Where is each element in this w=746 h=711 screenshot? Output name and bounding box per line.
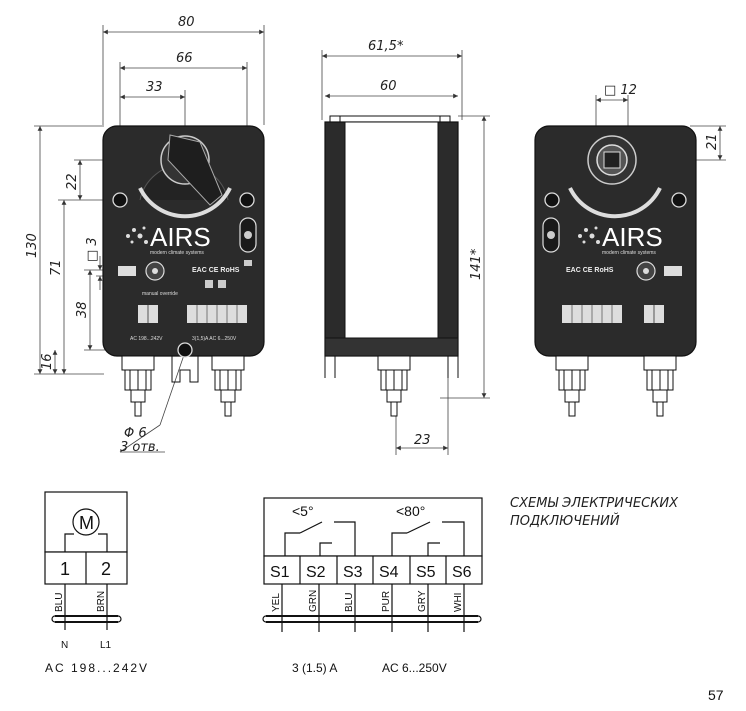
front-power-label: AC 198...242V <box>130 336 163 342</box>
side-cable-gland <box>377 355 411 417</box>
front-arc-scale <box>138 187 232 219</box>
motor-line-l1: L1 <box>100 640 112 651</box>
switch-terminal-s4: S4 <box>379 564 399 581</box>
front-mount-hole-bottom <box>177 342 193 358</box>
switch-wire-yel: YEL <box>271 593 282 612</box>
side-top-cap <box>334 115 446 123</box>
back-brand-logo: AIRS <box>602 222 663 252</box>
schematic-heading-line2: ПОДКЛЮЧЕНИЙ <box>510 513 620 529</box>
side-dimensions <box>321 50 490 455</box>
side-view: 61,5* 60 141* 23 <box>321 39 490 455</box>
front-lever <box>167 134 223 206</box>
back-logo-dots <box>578 226 600 244</box>
side-bottom-band <box>324 337 459 357</box>
motor-wire-blu: BLU <box>54 593 65 612</box>
switch-angle-1: <5° <box>292 503 314 519</box>
switch-terminal-s3: S3 <box>343 564 363 581</box>
switch-wire-whi: WHI <box>453 593 464 612</box>
front-recycle-icon <box>218 280 226 288</box>
back-override-center <box>643 268 649 274</box>
motor-line-n: N <box>61 640 68 651</box>
switch-wire-blu: BLU <box>344 593 355 612</box>
dim-60: 60 <box>380 79 397 94</box>
switch-wire-grn: GRN <box>308 590 319 612</box>
side-body-inner <box>344 121 439 357</box>
switch-angle-2: <80° <box>396 503 425 519</box>
dim-130: 130 <box>25 233 40 258</box>
motor-wire-brn: BRN <box>96 591 107 612</box>
switch-terminal-s2: S2 <box>306 564 326 581</box>
back-cable-gland-left <box>555 355 589 417</box>
back-body <box>534 125 697 357</box>
back-override-button <box>664 266 682 276</box>
dim-21: 21 <box>705 133 720 150</box>
dim-hole-diameter: Φ 6 <box>124 426 147 441</box>
back-cable-gland-right <box>643 355 677 417</box>
back-mount-hole-right <box>671 192 687 208</box>
dim-23: 23 <box>414 433 431 448</box>
back-arc-scale <box>568 187 662 219</box>
switch-wire-pur: PUR <box>381 591 392 612</box>
lock-icon <box>244 260 252 266</box>
motor-symbol-label: M <box>79 513 94 533</box>
front-logo-dots <box>126 226 148 244</box>
side-bottom <box>324 356 459 378</box>
dim-33: 33 <box>146 80 163 95</box>
front-mount-hole-left <box>112 192 128 208</box>
switch-terminal-s1: S1 <box>270 564 290 581</box>
dim-22: 22 <box>65 173 80 190</box>
back-cert-marks: EAC CE RoHS <box>566 267 614 274</box>
front-override-label: manual override <box>142 291 178 297</box>
dim-141: 141* <box>469 248 484 280</box>
dim-80: 80 <box>178 15 195 30</box>
dim-61-5: 61,5* <box>368 39 404 54</box>
back-tagline: modern climate systems <box>602 250 656 256</box>
schematic-heading-line1: СХЕМЫ ЭЛЕКТРИЧЕСКИХ <box>510 496 679 511</box>
switch-terminal-s6: S6 <box>452 564 472 581</box>
motor-symbol-circle <box>72 508 100 536</box>
switch-terminal-s5: S5 <box>416 564 436 581</box>
front-override-center <box>152 268 158 274</box>
front-view: 80 66 33 130 71 22 38 16 □ 3 Φ 6 3 отв. <box>25 15 265 455</box>
back-shaft-square <box>603 151 621 169</box>
dim-66: 66 <box>176 51 193 66</box>
front-cable-gland-right <box>211 355 245 417</box>
switch-current: 3 (1.5) A <box>292 661 337 675</box>
front-bottom-tab <box>171 356 199 383</box>
front-mount-hole-right <box>239 192 255 208</box>
dim-shaft-square-12: □ 12 <box>604 83 637 98</box>
front-cable-gland-left <box>121 355 155 417</box>
dim-16: 16 <box>40 353 55 370</box>
page-number: 57 <box>708 687 724 703</box>
motor-schematic <box>44 491 128 630</box>
back-view: □ 12 21 AIRS modern climate systems EAC … <box>534 83 726 417</box>
front-cert-marks: EAC CE RoHS <box>192 267 240 274</box>
front-lock-knob <box>244 231 252 239</box>
motor-voltage: AC 198...242V <box>45 661 149 675</box>
dim-71: 71 <box>49 259 64 276</box>
front-switch-label: 3(1,5)A AC 6...250V <box>192 336 237 342</box>
front-brand-logo: AIRS <box>150 222 211 252</box>
back-mount-hole-left <box>544 192 560 208</box>
switch-voltage: AC 6...250V <box>382 661 447 675</box>
motor-terminal-2: 2 <box>101 559 111 579</box>
motor-terminal-1: 1 <box>60 559 70 579</box>
switch-schematic <box>262 497 483 632</box>
dim-hole-count: 3 отв. <box>120 440 160 455</box>
front-override-button <box>118 266 136 276</box>
dim-38: 38 <box>75 301 90 318</box>
switch-wire-gry: GRY <box>417 590 428 612</box>
front-ground-icon <box>205 280 213 288</box>
front-tagline: modern climate systems <box>150 250 204 256</box>
back-lock-knob <box>547 231 555 239</box>
dim-square-3: □ 3 <box>85 237 100 262</box>
